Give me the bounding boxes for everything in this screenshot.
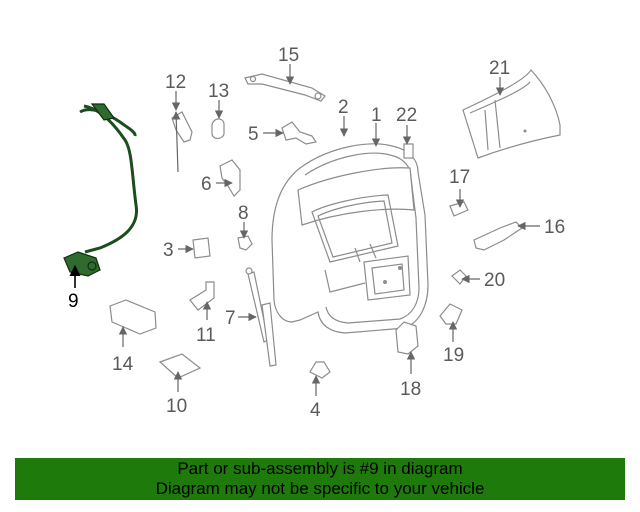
callout-19: 19 (443, 345, 464, 366)
callout-10: 10 (166, 396, 187, 417)
callout-8: 8 (238, 203, 249, 224)
callout-7: 7 (225, 308, 236, 329)
part-17 (449, 201, 469, 217)
part-rear-glass (462, 69, 561, 159)
callout-16: 16 (544, 217, 565, 238)
callout-21: 21 (489, 58, 510, 79)
part-18 (395, 321, 419, 355)
callout-3: 3 (163, 240, 174, 261)
part-12 (171, 111, 193, 143)
callout-4: 4 (310, 400, 321, 421)
part-10 (158, 353, 202, 379)
part-9-latch-cable (63, 103, 138, 277)
callout-13: 13 (208, 81, 229, 102)
callout-1: 1 (371, 105, 382, 126)
callout-20: 20 (484, 270, 505, 291)
callout-labels: 1 2 3 4 5 6 7 8 9 10 11 12 13 14 15 16 1… (68, 45, 565, 421)
part-19 (439, 303, 463, 325)
part-4 (309, 361, 331, 379)
callout-11: 11 (196, 325, 216, 346)
part-11 (189, 281, 215, 311)
part-15 (244, 73, 326, 102)
part-6 (219, 159, 241, 197)
part-14 (109, 299, 157, 335)
callout-6: 6 (201, 174, 212, 195)
callout-18: 18 (400, 379, 421, 400)
callout-2: 2 (338, 97, 349, 118)
part-13 (211, 118, 225, 140)
callout-12: 12 (165, 72, 186, 93)
part-liftgate (271, 143, 429, 334)
part-8 (237, 235, 253, 251)
banner-disclaimer: Diagram may not be specific to your vehi… (155, 479, 485, 498)
callout-5: 5 (248, 124, 259, 145)
part-16 (473, 221, 523, 251)
part-7 (245, 267, 277, 367)
leader-lines (69, 64, 540, 396)
part-5 (281, 121, 317, 145)
callout-9: 9 (68, 291, 79, 312)
callout-14: 14 (112, 354, 134, 375)
vehicle-notice-banner: Part or sub-assembly is #9 in diagram Di… (15, 458, 625, 500)
callout-17: 17 (449, 167, 470, 188)
banner-part-notice: Part or sub-assembly is #9 in diagram (177, 459, 463, 478)
callout-15: 15 (278, 45, 299, 66)
part-22 (403, 143, 414, 159)
part-3 (192, 237, 211, 259)
part-20 (451, 269, 467, 285)
callout-22: 22 (396, 105, 417, 126)
